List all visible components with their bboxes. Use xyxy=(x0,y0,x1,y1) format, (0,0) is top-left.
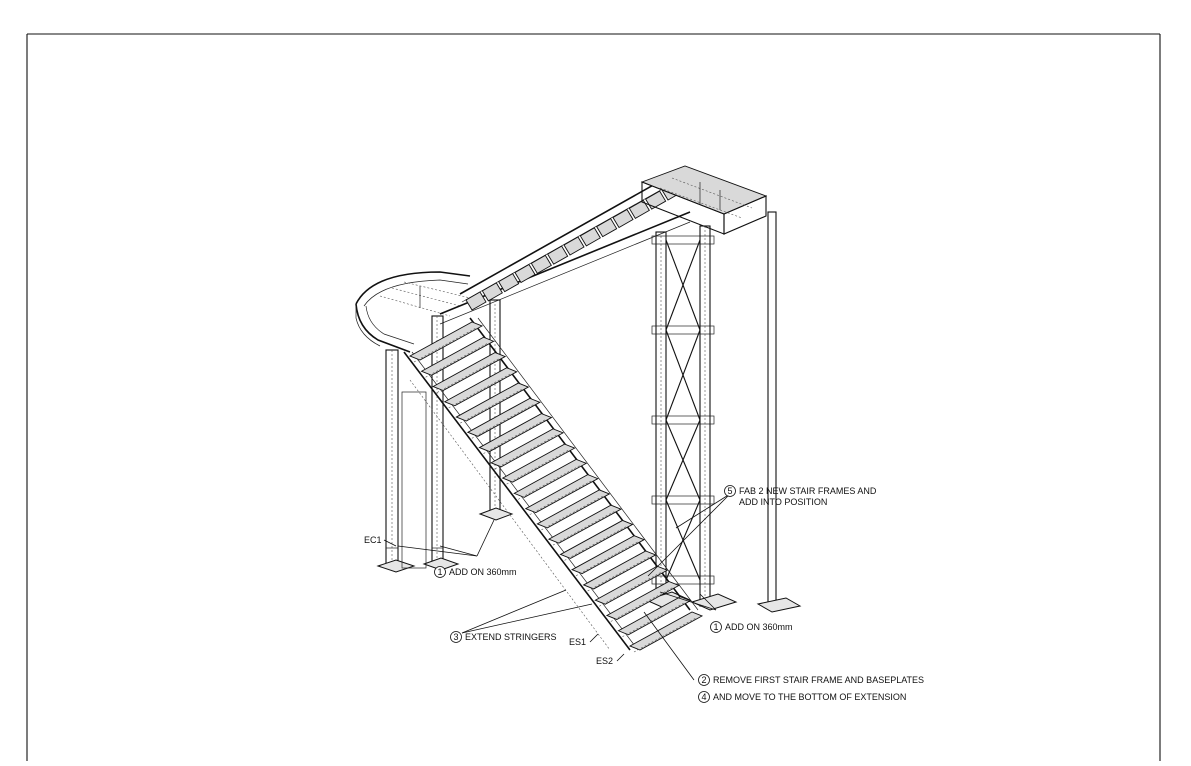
label-es1: ES1 xyxy=(569,637,586,647)
stair-tread xyxy=(547,245,569,265)
callout-text: ADD ON 360mm xyxy=(725,622,793,632)
main-flight-treads xyxy=(408,321,704,653)
stair-tread xyxy=(513,458,588,498)
callout-1-right: 1 ADD ON 360mm xyxy=(710,621,793,633)
stair-tread xyxy=(530,254,552,274)
stair-tread xyxy=(605,580,680,620)
label-es2: ES2 xyxy=(596,656,613,666)
callout-4: 4 AND MOVE TO THE BOTTOM OF EXTENSION xyxy=(698,691,906,703)
stair-tread xyxy=(596,218,618,238)
callout-number: 1 xyxy=(437,567,442,577)
callout-text: FAB 2 NEW STAIR FRAMES AND xyxy=(739,486,877,496)
stair-tread xyxy=(628,611,704,651)
stair-tread xyxy=(645,190,667,210)
sheet-border xyxy=(26,33,1161,761)
callout-number: 5 xyxy=(727,486,732,496)
main-flight xyxy=(403,317,704,653)
stair-tread xyxy=(612,208,634,229)
callout-3: 3 EXTEND STRINGERS xyxy=(450,631,557,643)
callout-5: 5 FAB 2 NEW STAIR FRAMES AND ADD INTO PO… xyxy=(724,485,877,507)
stair-tread xyxy=(490,428,565,468)
callout-number: 4 xyxy=(701,692,706,702)
stair-tread xyxy=(455,382,530,422)
stair-tread xyxy=(514,263,536,284)
callout-number: 3 xyxy=(453,632,458,642)
upper-flight-treads xyxy=(465,181,683,311)
stair-tread xyxy=(563,236,585,256)
callout-text: AND MOVE TO THE BOTTOM OF EXTENSION xyxy=(713,692,906,702)
callout-text-line2: ADD INTO POSITION xyxy=(739,497,827,507)
stair-tread xyxy=(481,282,503,302)
tower-bracing xyxy=(651,235,715,585)
stair-tread xyxy=(501,443,576,483)
stair-tread xyxy=(420,336,495,376)
stair-tread xyxy=(559,519,634,559)
stair-tread xyxy=(628,199,650,219)
stair-tread xyxy=(547,504,622,544)
stair-tread xyxy=(478,413,553,453)
stair-tread xyxy=(582,550,657,590)
upper-flight xyxy=(439,169,691,325)
stair-tread xyxy=(571,535,646,575)
callout-text: ADD ON 360mm xyxy=(449,567,517,577)
stair-tread xyxy=(465,291,487,311)
callout-text: REMOVE FIRST STAIR FRAME AND BASEPLATES xyxy=(713,675,924,685)
stair-tread xyxy=(466,397,541,437)
stair-tread xyxy=(536,489,611,529)
left-columns xyxy=(376,299,514,573)
stair-tread xyxy=(594,565,669,605)
stair-tread xyxy=(408,321,484,361)
callout-1-left: 1 ADD ON 360mm xyxy=(434,566,517,578)
top-landing xyxy=(640,165,768,235)
stair-tread xyxy=(432,352,507,392)
label-ec1: EC1 xyxy=(364,535,382,545)
callout-number: 1 xyxy=(713,622,718,632)
callout-number: 2 xyxy=(701,675,706,685)
stair-tread xyxy=(617,596,692,636)
right-tower xyxy=(644,211,802,613)
stair-tread xyxy=(524,474,599,514)
stair-tread xyxy=(498,273,520,293)
stair-tread xyxy=(579,227,601,247)
callout-2: 2 REMOVE FIRST STAIR FRAME AND BASEPLATE… xyxy=(698,674,924,686)
leader-lines xyxy=(383,493,731,681)
callout-text: EXTEND STRINGERS xyxy=(465,632,557,642)
left-landing xyxy=(355,271,471,353)
stair-tread xyxy=(443,367,518,407)
